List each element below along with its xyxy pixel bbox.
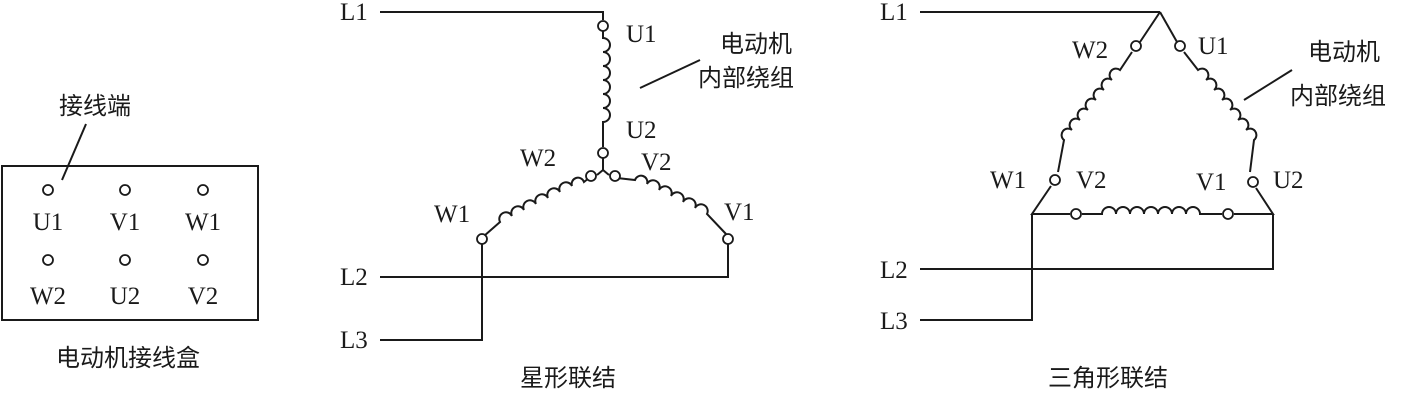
star-neutral-right [602, 169, 610, 176]
delta-label-w2: W2 [1072, 37, 1108, 64]
star-terminal-w1 [476, 233, 488, 245]
star-label-u2: U2 [626, 117, 657, 144]
box-terminal-w1 [197, 184, 209, 196]
terminal-pointer-line [61, 123, 87, 181]
delta-terminal-u1 [1174, 40, 1186, 52]
star-terminal-w2 [585, 170, 597, 182]
star-label-v2: V2 [641, 149, 672, 176]
delta-label-l1: L1 [880, 0, 908, 26]
terminal-pointer-label: 接线端 [59, 92, 131, 120]
box-label-v1: V1 [110, 209, 141, 236]
delta-label-l3: L3 [880, 308, 908, 335]
box-label-w2: W2 [30, 283, 66, 310]
star-coil-w [483, 176, 590, 237]
box-terminal-v1 [119, 184, 131, 196]
delta-terminal-v1 [1222, 208, 1234, 220]
delta-label-v2: V2 [1076, 167, 1107, 194]
star-coil-u [602, 31, 611, 147]
star-wire-l1 [380, 11, 604, 20]
delta-wire-l3 [920, 214, 1033, 321]
delta-label-u1: U1 [1198, 33, 1229, 60]
star-label-w2: W2 [520, 145, 556, 172]
box-terminal-u1 [42, 184, 54, 196]
delta-connection-diagram: L1 L2 L3 W2 U1 W1 V2 V1 U2 电动机 内 [880, 0, 1386, 392]
star-label-u1: U1 [626, 21, 657, 48]
star-winding-note-1: 电动机 [720, 30, 792, 58]
junction-box-caption: 电动机接线盒 [56, 344, 200, 372]
star-wire-l3 [380, 244, 483, 341]
delta-terminal-u2 [1247, 176, 1259, 188]
delta-winding-pointer [1243, 69, 1293, 101]
delta-apex-right [1159, 11, 1178, 43]
star-neutral-left [596, 169, 604, 176]
star-terminal-u1 [597, 20, 609, 32]
star-connection-diagram: L1 L2 L3 U1 U2 W2 V2 W1 V1 电动机 内部绕组 星形联结 [340, 0, 794, 392]
star-label-l1: L1 [340, 0, 368, 26]
box-terminal-v2 [197, 254, 209, 266]
delta-coil-v [1082, 206, 1222, 215]
delta-label-v1: V1 [1196, 169, 1227, 196]
box-terminal-u2 [119, 254, 131, 266]
star-terminal-v1 [722, 233, 734, 245]
delta-coil-u [1183, 51, 1258, 173]
delta-label-u2: U2 [1273, 167, 1304, 194]
box-terminal-w2 [42, 254, 54, 266]
star-winding-pointer [639, 59, 701, 89]
star-terminal-u2 [597, 147, 609, 159]
delta-apex-left [1139, 11, 1161, 43]
star-coil-v [616, 174, 727, 235]
box-label-u2: U2 [110, 283, 141, 310]
star-wire-l2 [380, 244, 729, 278]
star-terminal-v2 [609, 170, 621, 182]
junction-box-panel: 接线端 U1 V1 W1 W2 U2 V2 电动机接线盒 [1, 92, 259, 372]
delta-label-w1: W1 [990, 167, 1026, 194]
delta-terminal-w2 [1130, 40, 1142, 52]
delta-label-l2: L2 [880, 257, 908, 284]
delta-terminal-w1 [1049, 174, 1061, 186]
box-label-w1: W1 [185, 209, 221, 236]
delta-winding-note-2: 内部绕组 [1290, 82, 1386, 110]
box-label-u1: U1 [33, 209, 64, 236]
delta-caption: 三角形联结 [1048, 364, 1168, 392]
box-label-v2: V2 [188, 283, 219, 310]
delta-winding-note-1: 电动机 [1308, 38, 1380, 66]
junction-box-frame [1, 165, 259, 321]
delta-coil-w [1057, 51, 1133, 173]
star-winding-note-2: 内部绕组 [698, 64, 794, 92]
star-label-l2: L2 [340, 264, 368, 291]
delta-terminal-v2 [1070, 208, 1082, 220]
delta-coil-v-mask [1070, 206, 1234, 222]
star-label-w1: W1 [434, 201, 470, 228]
delta-wire-l2 [920, 214, 1274, 270]
star-caption: 星形联结 [520, 364, 616, 392]
star-label-l3: L3 [340, 327, 368, 354]
star-label-v1: V1 [724, 199, 755, 226]
